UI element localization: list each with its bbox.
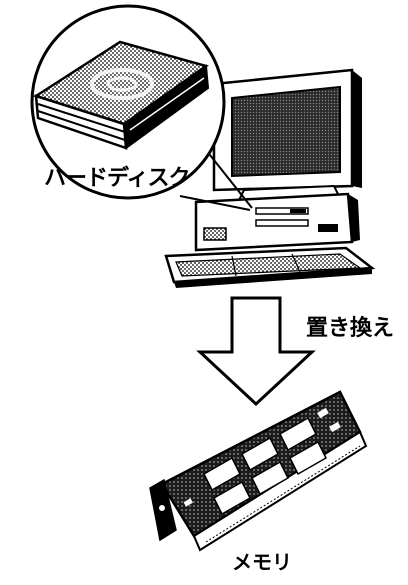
hard-disk-icon [33,40,210,150]
down-arrow-icon [196,296,316,407]
hard-disk-label: ハードディスク [44,166,190,191]
memory-label: メモリ [232,550,292,574]
replace-label: 置き換え [306,316,395,341]
memory-module-icon [149,390,368,552]
